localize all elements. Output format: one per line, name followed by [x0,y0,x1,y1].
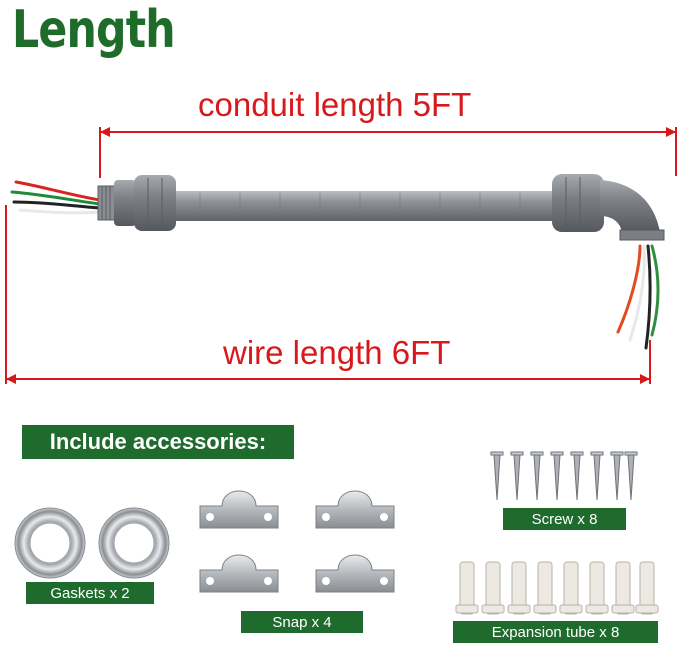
screw-label: Screw x 8 [503,508,626,530]
accessories-header: Include accessories: [22,425,294,459]
expansion-tube-label: Expansion tube x 8 [453,621,658,643]
pipe-ribs [199,191,521,221]
snap-clamp-icon [199,554,279,593]
expansion-tube-icon [455,561,659,615]
snap-clamp-icon [315,554,395,593]
left-wires [10,180,102,215]
left-thread [97,185,117,221]
left-connector [114,175,176,231]
wire-dimension-arrow [5,205,651,384]
snap-label: Snap x 4 [241,611,363,633]
conduit-pipe [170,191,562,221]
conduit-length-label: conduit length 5FT [198,86,472,123]
right-wires [616,244,660,350]
gasket-icon [14,507,86,579]
conduit-dimension-arrow [99,127,677,178]
gaskets-label: Gaskets x 2 [26,582,154,604]
right-elbow-connector [552,174,665,241]
gasket-icon [98,507,170,579]
wire-length-label: wire length 6FT [223,334,451,371]
snap-clamp-icon [315,490,395,529]
page-title: Length [12,0,176,60]
snap-clamp-icon [199,490,279,529]
screw-icon [490,451,638,501]
